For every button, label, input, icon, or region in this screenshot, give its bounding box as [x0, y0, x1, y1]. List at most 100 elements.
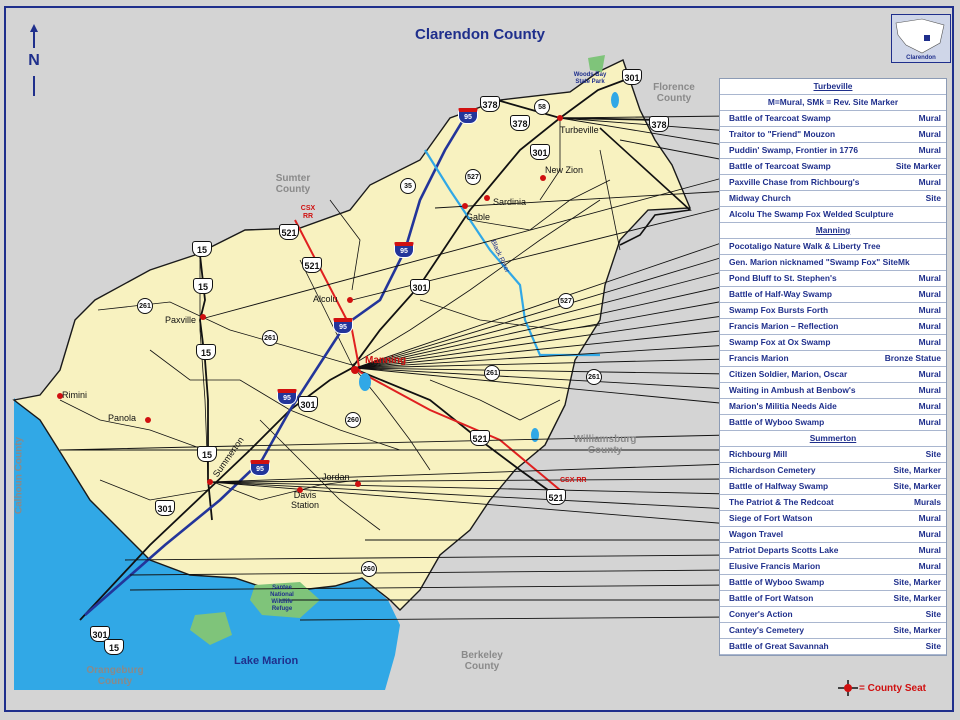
inset-label: Clarendon — [906, 55, 936, 61]
orangeburg-county-label: Orangeburg County — [86, 665, 144, 687]
county-seat-icon — [838, 680, 858, 696]
map-title: Clarendon County — [415, 26, 545, 43]
legend-item-type: Site — [925, 641, 941, 651]
us-route-shield: 301 — [155, 500, 175, 516]
place-markers — [57, 115, 563, 493]
us-route-shield: 521 — [279, 224, 299, 240]
legend-item-name: Pocotaligo Nature Walk & Liberty Tree — [729, 241, 881, 251]
legend-item-name: Battle of Tearcoat Swamp — [729, 161, 831, 171]
south-carolina-inset-icon — [895, 18, 945, 54]
legend-item-name: Battle of Tearcoat Swamp — [729, 113, 831, 123]
legend-item-type: Mural — [918, 305, 941, 315]
legend-item-name: Battle of Wyboo Swamp — [729, 417, 825, 427]
us-route-shield: 521 — [470, 430, 490, 446]
jordan-label: Jordan — [322, 472, 350, 482]
legend-item-name: Cantey's Cemetery — [729, 625, 805, 635]
sumter-county-label: Sumter County — [275, 173, 311, 195]
lake-marion — [14, 398, 400, 690]
santee-refuge-label: Santee National Wildlife Refuge — [270, 585, 294, 612]
alcolu-label: Alcolu — [313, 294, 338, 304]
legend-item: Swamp Fox at Ox Swamp Mural — [720, 335, 946, 351]
legend-item: Pocotaligo Nature Walk & Liberty Tree — [720, 239, 946, 255]
pond — [359, 373, 371, 391]
us-route-shield: 301 — [622, 69, 642, 85]
legend-item: Battle of Fort Watson Site, Marker — [720, 591, 946, 607]
legend-item-type: Mural — [918, 321, 941, 331]
legend-section-title: Manning — [720, 223, 946, 239]
interstate-shield: 95 — [394, 242, 414, 258]
legend-item: Battle of Wyboo Swamp Mural — [720, 415, 946, 431]
legend-item-type: Site, Marker — [893, 593, 941, 603]
county-seat-key: = County Seat — [838, 680, 926, 696]
legend-item-name: Swamp Fox Bursts Forth — [729, 305, 829, 315]
legend-section-label: Turbeville — [813, 81, 853, 91]
us-route-shield: 301 — [530, 144, 550, 160]
csx-rr-label-north: CSX RR — [300, 205, 316, 220]
legend-item: Battle of Great Savannah Site — [720, 639, 946, 655]
legend-item-name: Battle of Fort Watson — [729, 593, 814, 603]
legend-item-name: Paxville Chase from Richbourg's — [729, 177, 860, 187]
berkeley-county-label: Berkeley County — [461, 650, 503, 672]
state-route-shield: 527 — [558, 293, 574, 309]
williamsburg-county-label: Williamsburg County — [573, 434, 637, 456]
state-route-shield: 260 — [361, 561, 377, 577]
legend-key-row: M=Mural, SMk = Rev. Site Marker — [720, 95, 946, 111]
panola-label: Panola — [108, 413, 137, 423]
legend-section-title: Summerton — [720, 431, 946, 447]
state-route-shield: 261 — [262, 330, 278, 346]
legend-item-name: Traitor to "Friend" Mouzon — [729, 129, 836, 139]
us-route-shield: 15 — [104, 639, 124, 655]
state-route-shield: 35 — [400, 178, 416, 194]
interstate-shield: 95 — [333, 318, 353, 334]
legend-item-type: Mural — [918, 177, 941, 187]
us-route-shield: 15 — [196, 344, 216, 360]
legend-item-type: Mural — [918, 417, 941, 427]
legend-section-label: Summerton — [809, 433, 857, 443]
legend-key-text: M=Mural, SMk = Rev. Site Marker — [767, 97, 899, 107]
pond — [611, 92, 619, 108]
legend-item-type: Site — [925, 193, 941, 203]
us-route-shield: 521 — [302, 257, 322, 273]
county-seat-key-label: = County Seat — [859, 683, 926, 694]
us-route-shield: 301 — [410, 279, 430, 295]
us-route-shield: 15 — [197, 446, 217, 462]
manning-label: Manning — [365, 355, 407, 366]
state-inset-map: Clarendon — [891, 14, 951, 63]
legend-item-type: Mural — [918, 369, 941, 379]
legend-item-name: Swamp Fox at Ox Swamp — [729, 337, 831, 347]
legend-item-type: Site — [925, 449, 941, 459]
legend-item-name: Patriot Departs Scotts Lake — [729, 545, 839, 555]
state-route-shield: 260 — [345, 412, 361, 428]
north-arrow: N — [22, 24, 46, 100]
legend-item-name: Citizen Soldier, Marion, Oscar — [729, 369, 848, 379]
legend-item: Swamp Fox Bursts Forth Mural — [720, 303, 946, 319]
state-route-shield: 261 — [137, 298, 153, 314]
legend-section-label: Manning — [815, 225, 851, 235]
leader-lines — [59, 115, 731, 621]
legend-item-type: Mural — [918, 129, 941, 139]
us-route-shield: 301 — [298, 396, 318, 412]
legend-item-type: Mural — [918, 337, 941, 347]
legend-item-name: Battle of Great Savannah — [729, 641, 829, 651]
legend-item-name: The Patriot & The Redcoat — [729, 497, 834, 507]
county-line — [599, 127, 692, 246]
legend-item-name: Alcolu The Swamp Fox Welded Sculpture — [729, 209, 894, 219]
legend-item-name: Battle of Wyboo Swamp — [729, 577, 825, 587]
csx-railroad — [294, 219, 561, 491]
gable-label: Gable — [466, 212, 491, 222]
legend-item-name: Gen. Marion nicknamed "Swamp Fox" SiteMk — [729, 257, 910, 267]
